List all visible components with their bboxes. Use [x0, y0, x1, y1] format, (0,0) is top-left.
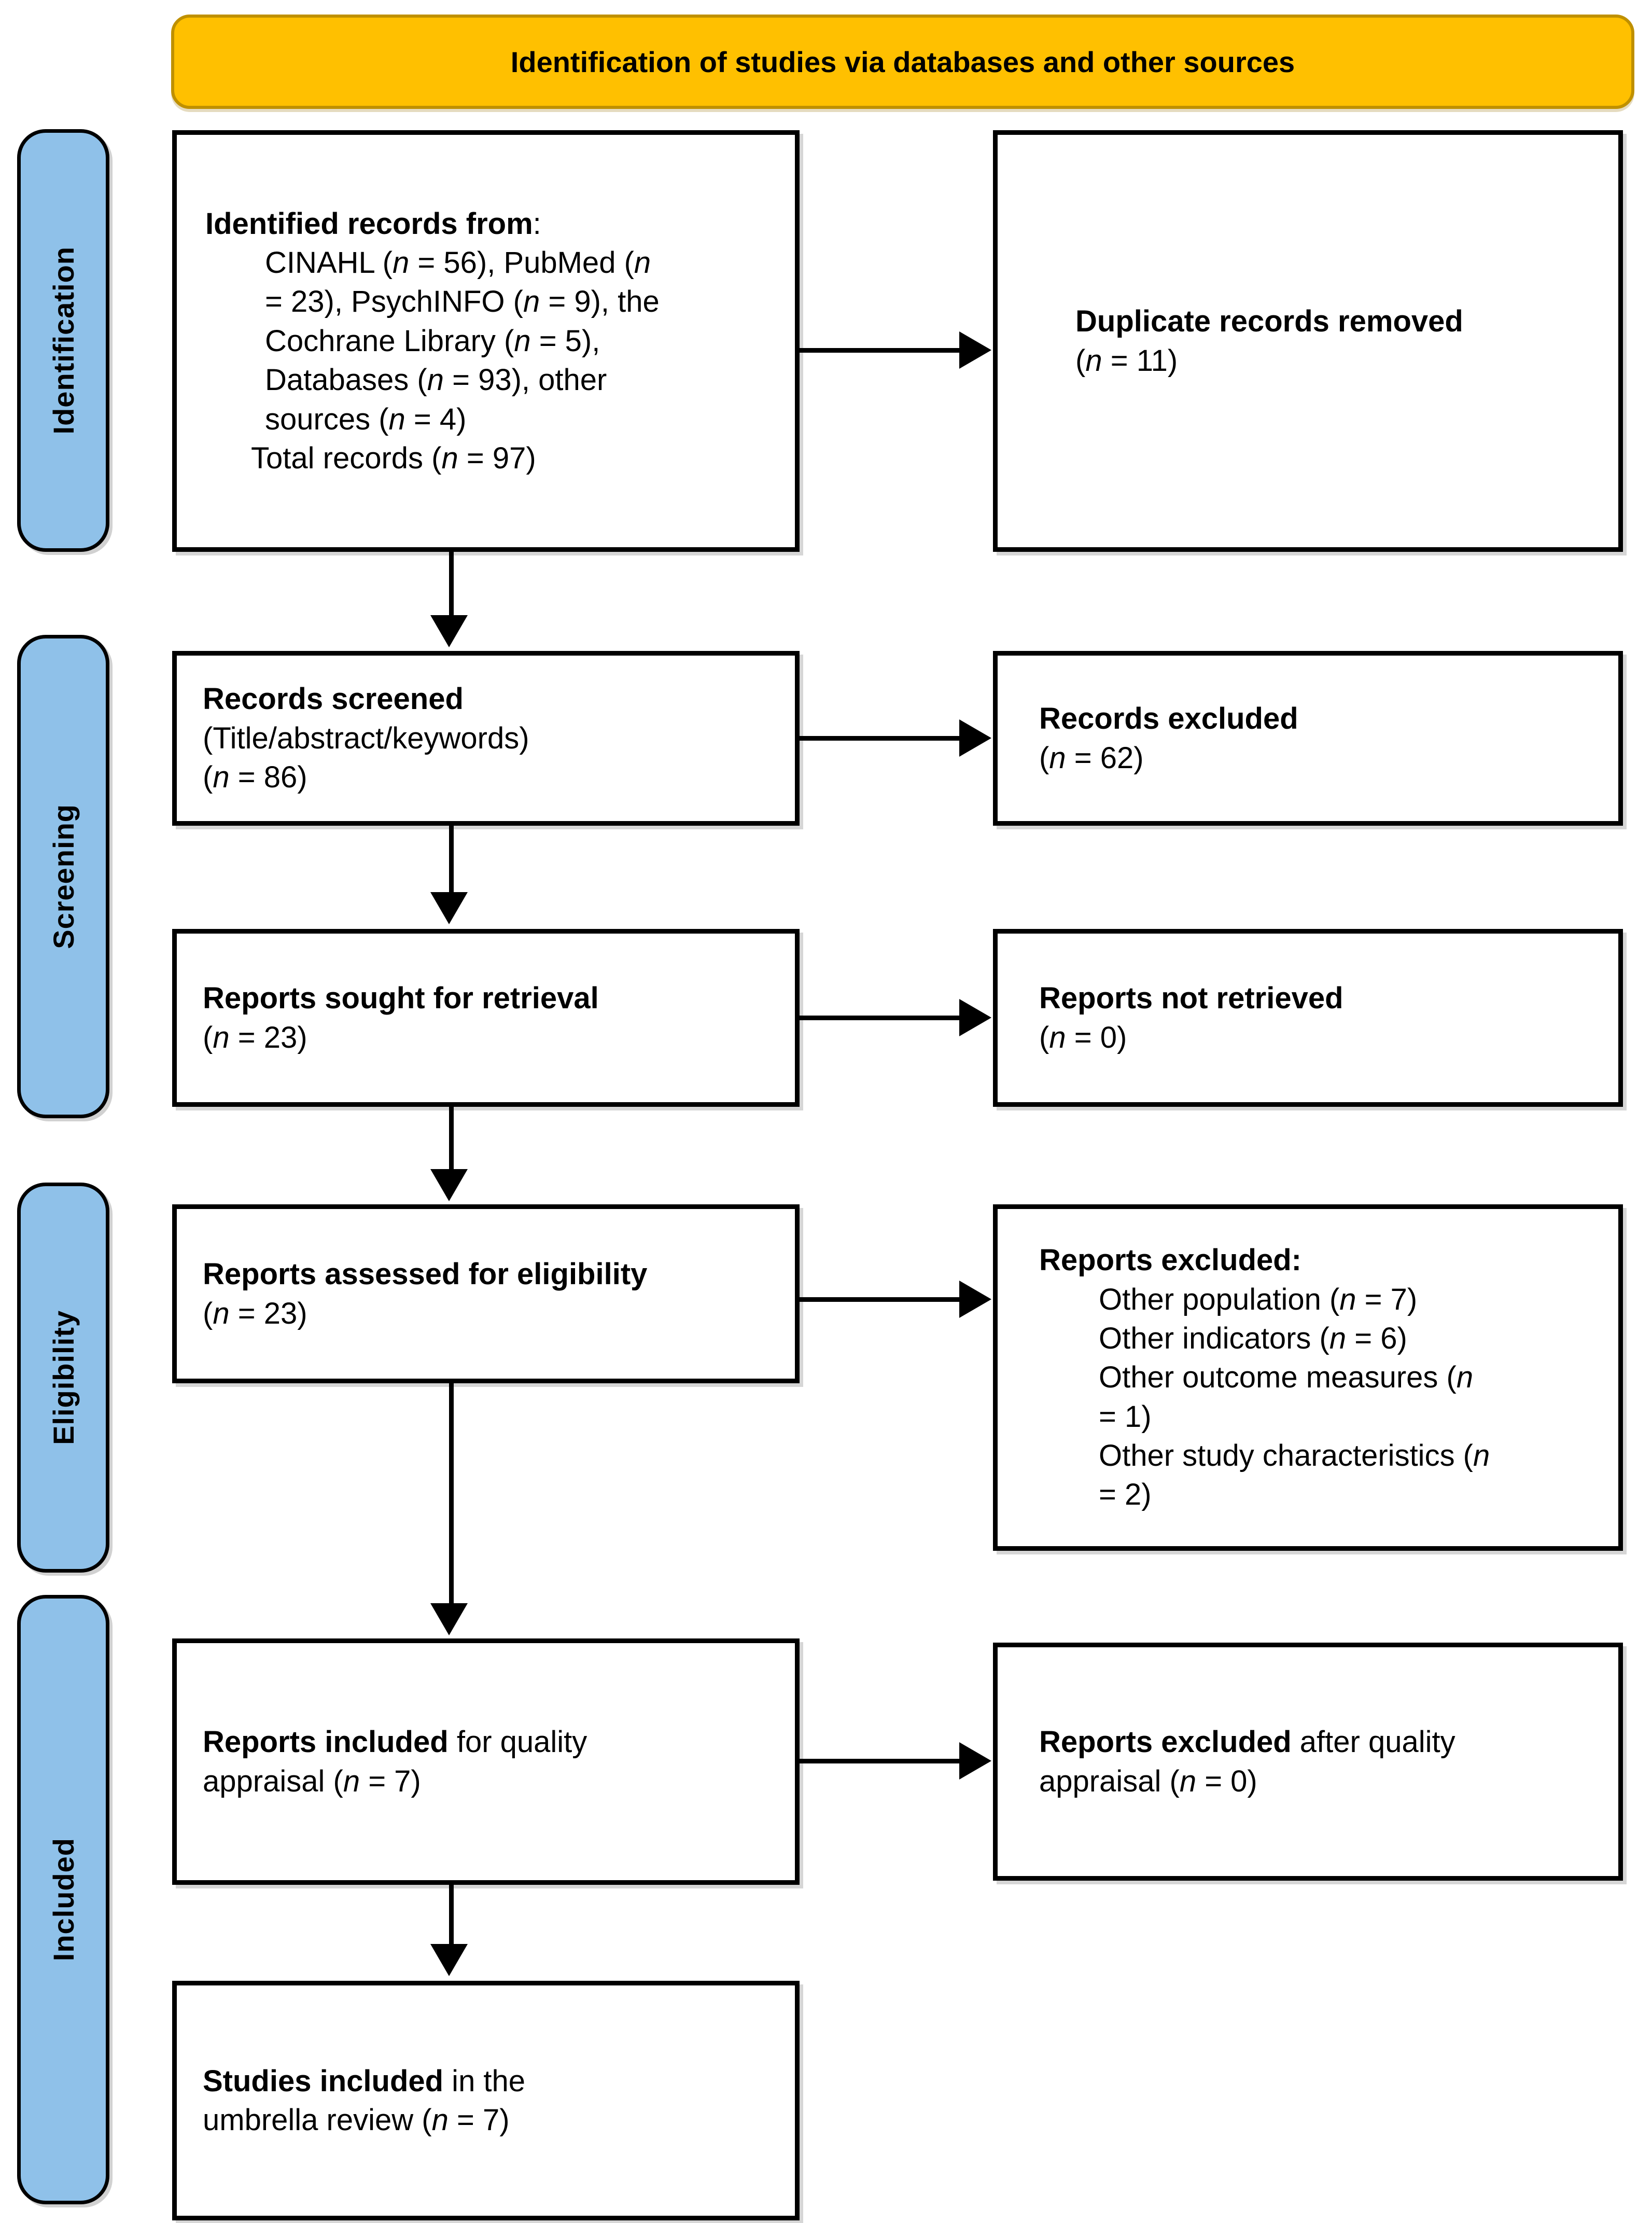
- sidebar-stage-identification: Identification: [17, 129, 109, 552]
- sidebar-stage-label: Screening: [47, 804, 80, 949]
- text-line: umbrella review (n = 7): [203, 2103, 510, 2137]
- arrow-right-head-icon: [959, 719, 991, 757]
- text-line: CINAHL (n = 56), PubMed (n: [265, 246, 651, 280]
- arrow-right-line-5: [800, 1759, 961, 1763]
- text-line: (n = 23): [203, 1296, 307, 1330]
- flow-box-reports-included-quality: Reports included for quality appraisal (n…: [172, 1638, 800, 1885]
- flow-box-studies-included: Studies included in the umbrella review (…: [172, 1981, 800, 2220]
- text-line: = 23), PsychINFO (n = 9), the: [265, 285, 660, 319]
- sidebar-stage-included: Included: [17, 1595, 109, 2204]
- flow-box-records-screened: Records screened (Title/abstract/keywords…: [172, 651, 800, 826]
- arrow-right-head-icon: [959, 1742, 991, 1780]
- arrow-right-line-2: [800, 736, 961, 741]
- arrow-down-head-icon: [430, 615, 468, 647]
- text-line: Reports excluded after quality: [1039, 1725, 1455, 1759]
- text-line: Cochrane Library (n = 5),: [265, 324, 600, 358]
- text-line: (n = 11): [1075, 343, 1178, 378]
- arrow-right-line-4: [800, 1297, 961, 1302]
- text-line: Reports sought for retrieval: [203, 981, 599, 1016]
- text-line: Other study characteristics (n: [1099, 1439, 1490, 1473]
- text-line: = 2): [1099, 1478, 1152, 1512]
- text-line: Records screened: [203, 682, 464, 716]
- arrow-right-head-icon: [959, 1281, 991, 1318]
- flow-box-identified-records: Identified records from: CINAHL (n = 56),…: [172, 130, 800, 552]
- arrow-down-head-icon: [430, 892, 468, 924]
- text-line: appraisal (n = 7): [203, 1764, 421, 1798]
- arrow-down-line-5: [449, 1885, 454, 1946]
- flow-box-reports-assessed: Reports assessed for eligibility (n = 23): [172, 1204, 800, 1383]
- arrow-right-line-3: [800, 1016, 961, 1020]
- flow-box-records-excluded: Records excluded (n = 62): [993, 651, 1623, 826]
- text-line: Studies included in the: [203, 2064, 526, 2098]
- text-line: Reports included for quality: [203, 1725, 587, 1759]
- sidebar-stage-eligibility: Eligibility: [17, 1183, 109, 1573]
- flow-box-reports-excluded-reasons: Reports excluded: Other population (n = 7…: [993, 1204, 1623, 1551]
- text-line: Other indicators (n = 6): [1099, 1321, 1407, 1355]
- text-line: Other outcome measures (n: [1099, 1360, 1474, 1395]
- flow-box-reports-sought: Reports sought for retrieval (n = 23): [172, 929, 800, 1107]
- arrow-right-head-icon: [959, 331, 991, 369]
- sidebar-stage-label: Eligibility: [47, 1310, 80, 1445]
- arrow-right-line-1: [800, 348, 961, 353]
- flow-box-reports-excluded-quality: Reports excluded after quality appraisal …: [993, 1643, 1623, 1881]
- title-banner: Identification of studies via databases …: [171, 15, 1634, 109]
- text-line: Reports assessed for eligibility: [203, 1257, 648, 1291]
- arrow-down-line-4: [449, 1383, 454, 1605]
- text-line: Databases (n = 93), other: [265, 363, 607, 397]
- arrow-down-line-3: [449, 1107, 454, 1171]
- title-banner-label: Identification of studies via databases …: [510, 45, 1295, 78]
- arrow-down-line-2: [449, 826, 454, 894]
- text-line: (n = 86): [203, 760, 307, 795]
- arrow-right-head-icon: [959, 999, 991, 1036]
- sidebar-stage-screening: Screening: [17, 635, 109, 1118]
- flow-box-duplicate-records-removed: Duplicate records removed (n = 11): [993, 130, 1623, 552]
- sidebar-stage-label: Identification: [47, 246, 80, 435]
- text-line: Identified records from:: [205, 206, 541, 241]
- arrow-down-head-icon: [430, 1603, 468, 1635]
- text-line: = 1): [1099, 1399, 1152, 1434]
- text-line: Other population (n = 7): [1099, 1282, 1418, 1316]
- arrow-down-head-icon: [430, 1944, 468, 1976]
- text-line: (n = 23): [203, 1020, 307, 1054]
- arrow-down-head-icon: [430, 1169, 468, 1201]
- flow-box-reports-not-retrieved: Reports not retrieved (n = 0): [993, 929, 1623, 1107]
- sidebar-stage-label: Included: [47, 1838, 80, 1962]
- text-line: Reports excluded:: [1039, 1243, 1301, 1277]
- text-line: sources (n = 4): [265, 402, 467, 436]
- text-line: (n = 0): [1039, 1020, 1127, 1054]
- text-line: Records excluded: [1039, 702, 1298, 736]
- text-line: Total records (n = 97): [251, 441, 536, 475]
- text-line: (Title/abstract/keywords): [203, 721, 529, 755]
- text-line: Reports not retrieved: [1039, 981, 1343, 1016]
- text-line: Duplicate records removed: [1075, 304, 1463, 339]
- text-line: (n = 62): [1039, 741, 1144, 775]
- text-line: appraisal (n = 0): [1039, 1764, 1257, 1798]
- arrow-down-line-1: [449, 552, 454, 617]
